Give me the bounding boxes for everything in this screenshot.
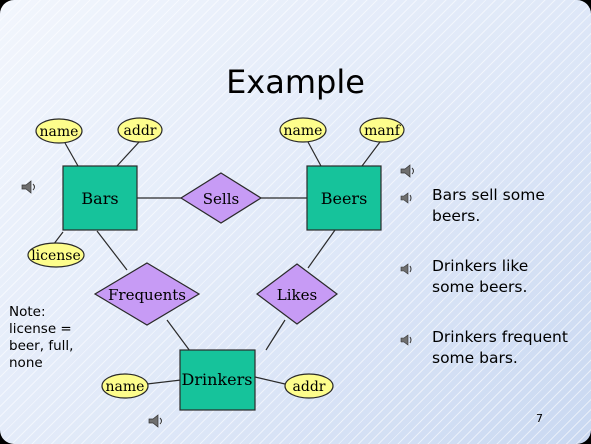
line-bars-name — [64, 142, 79, 167]
attribute-bars-name: name — [35, 118, 83, 144]
speaker-icon-body — [400, 164, 411, 178]
entity-beers-label: Beers — [321, 189, 368, 208]
connector-lines — [49, 140, 381, 385]
speaker-bullet-icon — [400, 192, 412, 204]
attribute-drinkers-name-label: name — [106, 379, 145, 395]
relationship-likes-diamond — [256, 263, 338, 325]
bullet-line: Bars sell some — [432, 186, 545, 204]
speaker-icon-body — [148, 414, 159, 428]
attribute-drinkers-addr-label: addr — [293, 379, 326, 395]
speaker-icon[interactable] — [21, 180, 35, 194]
speaker-icon-wave — [411, 167, 414, 175]
bullet-text: Drinkers frequent some bars. — [432, 327, 591, 369]
speaker-icon-body — [21, 180, 32, 194]
speaker-bullet-icon — [400, 263, 412, 275]
entity-beers: Beers — [306, 165, 382, 231]
attribute-bars-addr-label: addr — [124, 123, 157, 139]
attribute-drinkers-addr: addr — [284, 373, 334, 399]
entity-drinkers-label: Drinkers — [182, 370, 253, 389]
bullet-line: Drinkers frequent — [432, 328, 568, 346]
attribute-beers-manf-label: manf — [364, 123, 402, 139]
speaker-icon-wave — [32, 183, 35, 191]
attribute-bars-license-ellipse — [27, 242, 85, 268]
page-number: 7 — [536, 412, 543, 425]
attribute-bars-name-ellipse — [35, 118, 83, 144]
line-beers-likes — [307, 229, 336, 269]
line-bars-frequents — [96, 230, 128, 271]
speaker-icon[interactable] — [148, 414, 162, 428]
entity-beers-box — [306, 165, 382, 231]
attribute-beers-name-ellipse — [279, 117, 327, 143]
entity-drinkers-box — [179, 349, 256, 411]
attribute-beers-name: name — [279, 117, 327, 143]
note-text: Note: license = beer, full, none — [9, 304, 73, 372]
entity-bars-box — [62, 165, 138, 231]
speaker-icon[interactable] — [400, 164, 414, 178]
line-likes-drinkers — [265, 319, 286, 351]
bullet-line: Drinkers like — [432, 257, 529, 275]
attribute-beers-name-label: name — [284, 123, 323, 139]
attribute-drinkers-name: name — [101, 373, 149, 399]
relationship-sells-label: Sells — [203, 190, 239, 208]
line-bars-addr — [116, 140, 141, 167]
attribute-bars-name-label: name — [40, 124, 79, 140]
attribute-drinkers-addr-ellipse — [284, 373, 334, 399]
note-line: Note: — [9, 304, 46, 320]
bullet-text: Bars sell some beers. — [432, 185, 591, 227]
line-frequents-drinkers — [166, 319, 191, 352]
attribute-bars-addr-ellipse — [117, 117, 163, 143]
bullet-line: some beers. — [432, 278, 528, 296]
attribute-beers-manf-ellipse — [359, 117, 405, 143]
slide-title: Example — [226, 63, 365, 101]
relationship-frequents-diamond — [93, 262, 201, 326]
speaker-bullet-icon — [400, 334, 412, 346]
bullet-text: Drinkers like some beers. — [432, 256, 591, 298]
entity-bars-label: Bars — [81, 189, 118, 208]
relationship-frequents-label: Frequents — [108, 286, 186, 304]
attribute-bars-license: license — [27, 242, 85, 268]
relationship-frequents: Frequents — [93, 262, 201, 326]
note-line: beer, full, — [9, 338, 74, 354]
attribute-beers-manf: manf — [359, 117, 405, 143]
line-beers-manf — [361, 141, 381, 167]
attribute-drinkers-name-ellipse — [101, 373, 149, 399]
line-beers-name — [307, 141, 322, 167]
speaker-icon-wave — [159, 417, 162, 425]
line-drinkers-addr — [254, 376, 286, 385]
bullet-line: some bars. — [432, 349, 518, 367]
note-line: none — [9, 355, 43, 371]
bullet-line: beers. — [432, 207, 481, 225]
entity-drinkers: Drinkers — [179, 349, 256, 411]
relationship-sells-diamond — [179, 172, 263, 224]
relationship-likes-label: Likes — [277, 286, 317, 304]
line-drinkers-name — [146, 379, 182, 385]
relationship-likes: Likes — [256, 263, 338, 325]
note-line: license = — [9, 321, 72, 337]
entity-bars: Bars — [62, 165, 138, 231]
relationship-sells: Sells — [179, 172, 263, 224]
attribute-bars-addr: addr — [117, 117, 163, 143]
attribute-bars-license-label: license — [31, 248, 81, 264]
